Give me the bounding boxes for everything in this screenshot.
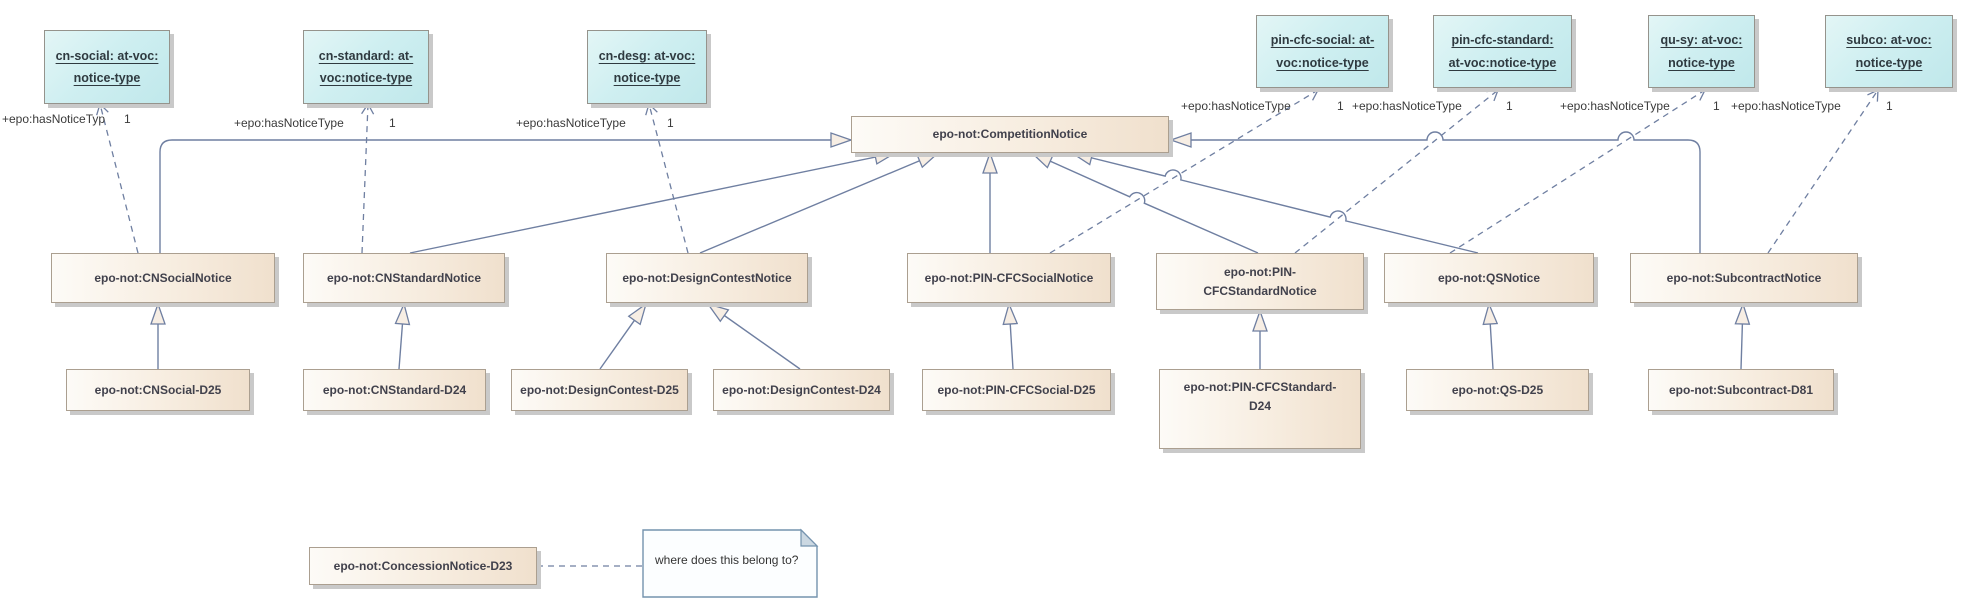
class-box-qs-notice[interactable]: epo-not:QSNotice (1384, 253, 1594, 303)
voc-label-line: at-voc:notice-type (1448, 55, 1557, 70)
class-box-pincfcstandard-notice[interactable]: epo-not:PIN-CFCStandardNotice (1156, 253, 1364, 310)
generalization-qs-d25-qsnotice (1489, 304, 1493, 370)
multiplicity-label: 1 (1886, 99, 1893, 113)
voc-label-line: voc:notice-type (1276, 55, 1369, 70)
note-shape[interactable] (642, 528, 819, 598)
multiplicity-label: 1 (389, 116, 396, 130)
generalization-subcontractnotice-competitionnotice (1171, 131, 1701, 253)
dependency-subcontractnotice-subco-voc (1767, 88, 1879, 254)
voc-box-pin-cfc-social[interactable]: pin-cfc-social: at- voc:notice-type (1256, 15, 1389, 88)
generalization-designcontest-d24-designcontestnotice (708, 304, 801, 370)
class-box-subcontract-d81[interactable]: epo-not:Subcontract-D81 (1648, 369, 1834, 411)
generalization-qsnotice-competitionnotice (1072, 153, 1479, 254)
multiplicity-label: 1 (1337, 99, 1344, 113)
edge-label-has-notice-type: +epo:hasNoticeType (1181, 99, 1291, 113)
voc-label-line: cn-desg: at-voc: (598, 48, 696, 63)
voc-box-cn-desg[interactable]: cn-desg: at-voc: notice-type (587, 30, 707, 104)
voc-box-qu-sy[interactable]: qu-sy: at-voc: notice-type (1648, 15, 1755, 88)
generalization-designcontest-d25-designcontestnotice (599, 304, 646, 370)
edge-label-has-notice-type: +epo:hasNoticeType (1560, 99, 1670, 113)
class-box-competition-notice[interactable]: epo-not:CompetitionNotice (851, 116, 1169, 153)
class-box-cnsocial-notice[interactable]: epo-not:CNSocialNotice (51, 253, 275, 303)
class-box-cnstandard-notice[interactable]: epo-not:CNStandardNotice (303, 253, 505, 303)
note-fold-corner (800, 528, 819, 547)
voc-label-line: voc:notice-type (319, 71, 413, 85)
generalization-cnsocialnotice-competitionnotice (159, 140, 851, 253)
dependency-pincfcsocialnotice-pincfcsocial-voc (1049, 89, 1320, 254)
note-text: where does this belong to? (655, 553, 799, 567)
voc-box-pin-cfc-standard[interactable]: pin-cfc-standard: at-voc:notice-type (1433, 15, 1572, 88)
class-box-concession-notice-d23[interactable]: epo-not:ConcessionNotice-D23 (309, 547, 537, 585)
generalization-pincfcsocial-d25-pincfcsocialnotice (1009, 304, 1013, 370)
multiplicity-label: 1 (1506, 99, 1513, 113)
voc-label-line: cn-social: at-voc: (55, 48, 159, 63)
generalization-subcontract-d81-subcontractnotice (1741, 304, 1743, 370)
class-box-cnstandard-d24[interactable]: epo-not:CNStandard-D24 (303, 369, 486, 411)
generalization-cnstandardnotice-competitionnotice (409, 153, 895, 254)
generalization-cnstandard-d24-cnstandardnotice (399, 304, 404, 370)
dependency-pincfcstandardnotice-pincfcstandard-voc (1294, 89, 1499, 254)
voc-label-line: notice-type (1668, 55, 1735, 70)
class-box-pincfcsocial-d25[interactable]: epo-not:PIN-CFCSocial-D25 (922, 369, 1111, 411)
voc-box-cn-social[interactable]: cn-social: at-voc: notice-type (44, 30, 170, 104)
class-box-designcontest-d25[interactable]: epo-not:DesignContest-D25 (511, 369, 688, 411)
edge-label-has-notice-type: +epo:hasNoticeType (516, 116, 626, 130)
class-box-designcontest-d24[interactable]: epo-not:DesignContest-D24 (713, 369, 890, 411)
dependency-cnstandardnotice-cnstandard-voc (361, 102, 375, 254)
class-box-pincfcsocial-notice[interactable]: epo-not:PIN-CFCSocialNotice (907, 253, 1111, 303)
edge-label-has-notice-type: +epo:hasNoticeType (1352, 99, 1462, 113)
voc-label-line: qu-sy: at-voc: (1660, 33, 1743, 47)
class-box-subcontract-notice[interactable]: epo-not:SubcontractNotice (1630, 253, 1858, 303)
voc-box-subco[interactable]: subco: at-voc: notice-type (1825, 15, 1953, 88)
class-box-qs-d25[interactable]: epo-not:QS-D25 (1406, 369, 1589, 411)
voc-label-line: pin-cfc-standard: (1451, 33, 1554, 47)
dependency-cnsocialnotice-cnsocial-voc (96, 102, 139, 254)
voc-label-line: notice-type (73, 71, 141, 85)
generalization-pincfcstandardnotice-competitionnotice (1032, 153, 1259, 254)
edge-label-has-notice-type: +epo:hasNoticeType (1731, 99, 1841, 113)
edge-label-has-notice-type: +epo:hasNoticeTyp (2, 112, 106, 126)
generalization-designcontestnotice-competitionnotice (699, 153, 938, 254)
voc-label-line: subco: at-voc: (1846, 33, 1932, 47)
voc-box-cn-standard[interactable]: cn-standard: at- voc:notice-type (303, 30, 429, 104)
voc-label-line: notice-type (613, 71, 681, 85)
edge-label-has-notice-type: +epo:hasNoticeType (234, 116, 344, 130)
class-box-cnsocial-d25[interactable]: epo-not:CNSocial-D25 (66, 369, 250, 411)
dependency-qsnotice-qusy-voc (1449, 89, 1707, 254)
class-box-pincfcstandard-d24[interactable]: epo-not:PIN-CFCStandard-D24 (1159, 369, 1361, 449)
multiplicity-label: 1 (124, 112, 131, 126)
voc-label-line: cn-standard: at- (318, 48, 414, 63)
multiplicity-label: 1 (667, 116, 674, 130)
multiplicity-label: 1 (1713, 99, 1720, 113)
voc-label-line: notice-type (1855, 55, 1923, 70)
voc-label-line: pin-cfc-social: at- (1270, 33, 1375, 47)
dependency-designcontestnotice-cndesg-voc (645, 102, 689, 254)
class-box-designcontest-notice[interactable]: epo-not:DesignContestNotice (606, 253, 808, 303)
